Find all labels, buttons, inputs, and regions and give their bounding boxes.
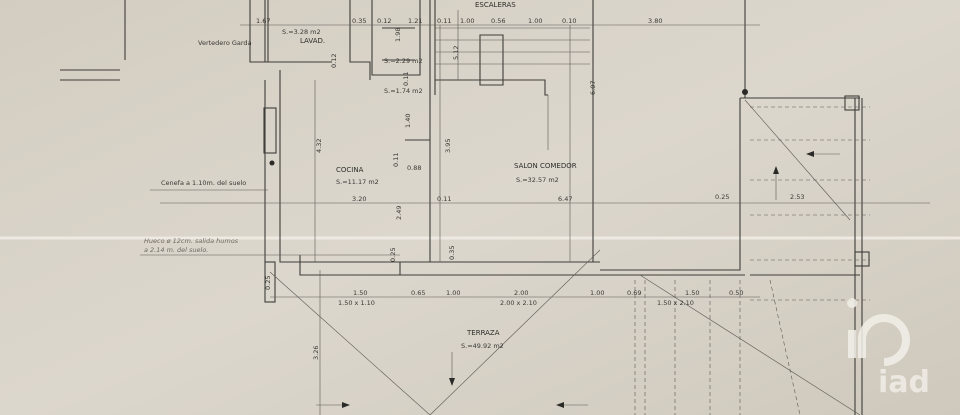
opening-size: 1.50 x 1.10 [338,299,375,307]
terraza-area: S.=49.92 m2 [461,342,504,350]
dim: 5.12 [452,46,460,60]
dim: 1.00 [528,17,542,25]
room-lavadero: LAVAD. [300,37,325,45]
dim: 0.69 [627,289,641,297]
iad-logo: iad [847,298,930,400]
dim: 0.56 [491,17,505,25]
dim: 0.11 [437,17,451,25]
dim: 0.12 [377,17,391,25]
dim: 0.11 [392,153,400,167]
dim: 2.53 [790,193,804,201]
dim: 1.67 [256,17,270,25]
dim: 3.26 [312,346,320,360]
room-salon: SALON COMEDOR [514,162,577,170]
dim: 0.65 [411,289,425,297]
dim: 1.00 [446,289,460,297]
notes: Vertedero Garda Cenefa a 1.10m. del suel… [144,39,252,254]
vertical-dimensions: 0.12 1.98 5.12 0.11 1.40 4.32 3.95 6.07 … [264,28,597,360]
dim: 0.11 [437,195,451,203]
bano-area: S.=2.29 m2 [384,57,423,65]
middle-dimensions: 0.88 3.20 0.11 6.47 0.25 2.53 [352,164,804,203]
opening-size: 2.00 x 2.10 [500,299,537,307]
dim: 1.98 [394,28,402,42]
room-terraza: TERRAZA [466,329,500,337]
dim: 1.50 [353,289,367,297]
note-hueco-2: a 2.14 m. del suelo. [144,246,208,254]
dim: 1.00 [460,17,474,25]
dim: 1.21 [408,17,422,25]
logo-text: iad [878,365,930,400]
dim: 0.11 [402,72,410,86]
dim: 0.35 [352,17,366,25]
top-dimensions: 1.67 0.35 0.12 1.21 0.11 1.00 0.56 1.00 … [256,17,662,25]
terrace-lines [269,99,870,415]
dim: 3.20 [352,195,366,203]
dim: 3.80 [648,17,662,25]
dim: 4.32 [315,139,323,153]
direction-arrows [316,151,840,408]
dim: 1.00 [590,289,604,297]
dim: 6.47 [558,195,572,203]
dim: 2.49 [395,206,403,220]
dim: 3.95 [444,139,452,153]
dim: 0.35 [448,246,456,260]
lavadero-area: S.=3.28 m2 [282,28,321,36]
dim: 1.50 [685,289,699,297]
salon-area: S.=32.57 m2 [516,176,559,184]
note-cenefa: Cenefa a 1.10m. del suelo [161,179,246,187]
cocina-area: S.=11.17 m2 [336,178,379,186]
bottom-dimensions: 1.50 0.65 1.00 2.00 1.00 0.69 1.50 0.50 … [338,289,743,307]
dim: 1.40 [404,114,412,128]
dim: 6.07 [589,81,597,95]
dim: 0.12 [330,54,338,68]
dim: 0.25 [715,193,729,201]
walls [60,0,870,415]
dim: 0.25 [389,248,397,262]
dimension-lines [140,24,930,415]
note-hueco-1: Hueco ø 12cm. salida humos [144,237,239,245]
opening-size: 1.50 x 2.10 [657,299,694,307]
dim: 0.25 [264,276,272,290]
stair-treads [435,10,590,150]
dim: 0.50 [729,289,743,297]
room-escaleras: ESCALERAS [475,1,516,9]
room-cocina: COCINA [336,166,364,174]
dim: 2.00 [514,289,528,297]
aseo-area: S.=1.74 m2 [384,87,423,95]
note-vertedero: Vertedero Garda [198,39,252,47]
dim: 0.88 [407,164,421,172]
room-labels: ESCALERAS S.=3.28 m2 LAVAD. S.=2.29 m2 S… [282,1,577,350]
dim: 0.10 [562,17,576,25]
